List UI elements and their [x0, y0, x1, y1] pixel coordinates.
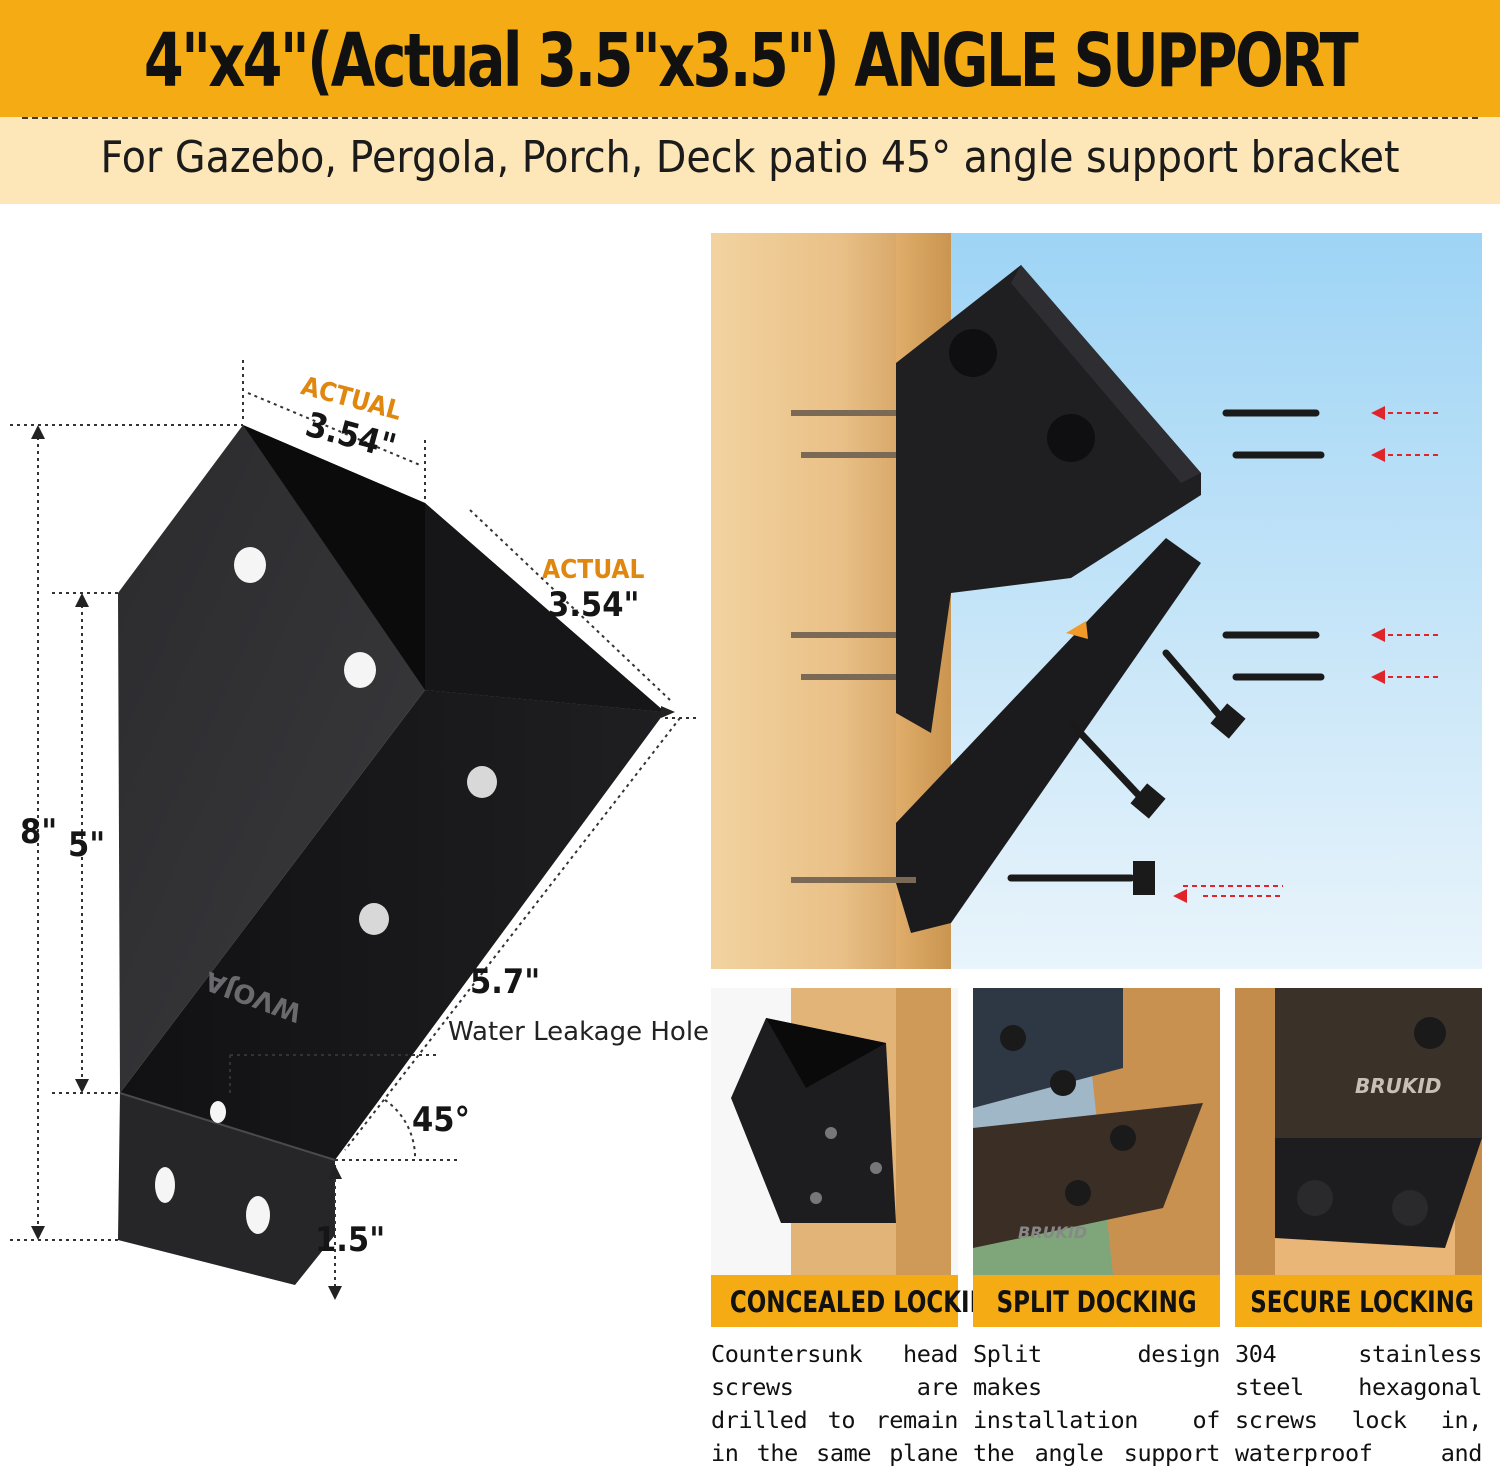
split-docking-description: Split design makes installation of the a… — [973, 1340, 1220, 1474]
header-band — [0, 0, 1500, 117]
actual-label-2: ACTUAL — [542, 555, 645, 585]
secure-locking-label: SECURE LOCKING — [1235, 1275, 1482, 1327]
water-leakage-hole-label: Water Leakage Hole — [448, 1017, 710, 1047]
subtitle-band — [0, 117, 1500, 204]
concealed-locking-image — [711, 988, 958, 1275]
secure-locking-brand: BRUKID — [1355, 1074, 1441, 1098]
bracket-dimension-diagram: WVOJA — [10, 360, 700, 1300]
header-divider — [22, 117, 1478, 119]
concealed-locking-label: CONCEALED LOCKING — [711, 1275, 1008, 1327]
split-docking-label: SPLIT DOCKING — [973, 1275, 1220, 1327]
height-upper-dimension: 5" — [68, 825, 106, 865]
secure-locking-image: BRUKID — [1235, 988, 1482, 1275]
split-docking-image: BRUKID — [973, 988, 1220, 1275]
secure-locking-description: 304 stainless steel hexagonal screws loc… — [1235, 1340, 1482, 1474]
height-total-dimension: 8" — [20, 812, 58, 852]
page-subtitle: For Gazebo, Pergola, Porch, Deck patio 4… — [100, 132, 1400, 183]
concealed-locking-description: Countersunk head screws are drilled to r… — [711, 1340, 958, 1474]
angle-label: 45° — [412, 1100, 470, 1140]
installation-illustration — [711, 233, 1482, 969]
width-dimension-2: 3.54" — [548, 585, 640, 625]
diagonal-dimension: 5.7" — [470, 962, 541, 1002]
flange-height-dimension: 1.5" — [315, 1220, 386, 1260]
split-docking-brand: BRUKID — [1018, 1223, 1087, 1242]
page-title: 4"x4"(Actual 3.5"x3.5") ANGLE SUPPORT BR… — [143, 18, 1359, 190]
